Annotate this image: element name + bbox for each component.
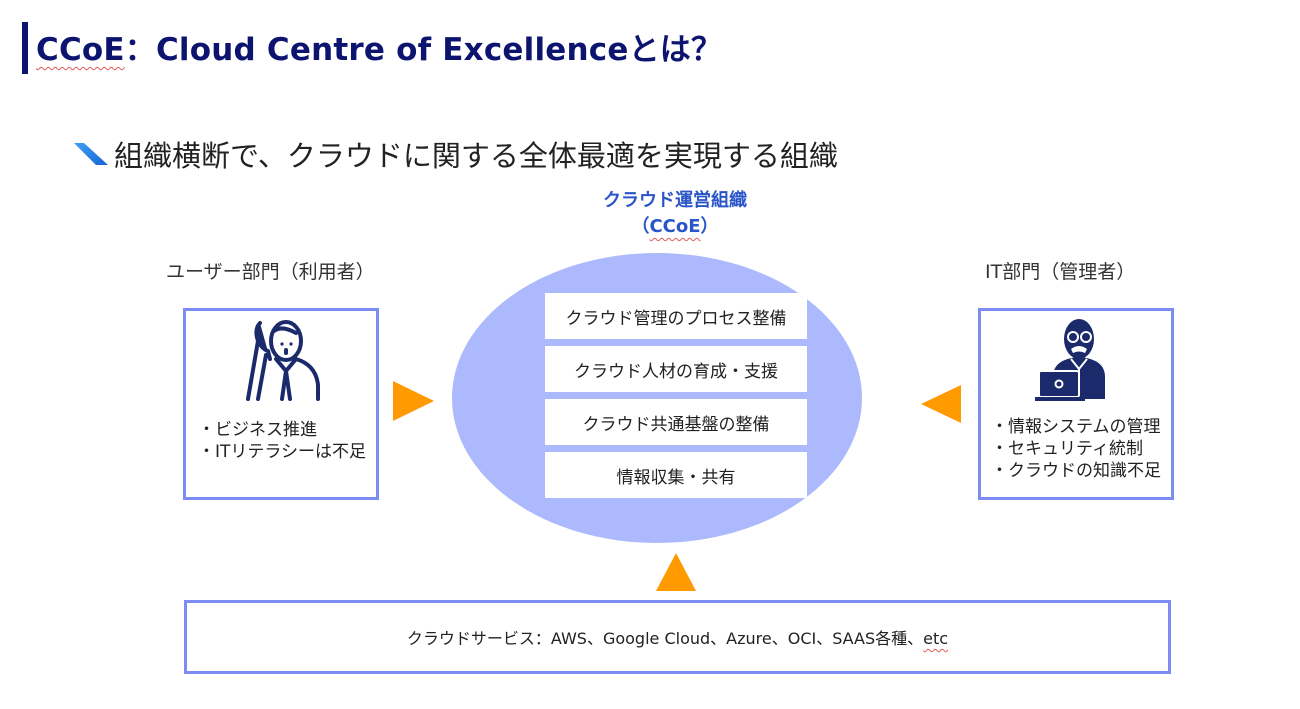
bullet-item: ・セキュリティ統制 [991,439,1143,459]
bullet-item: ・ITリテラシーは不足 [198,442,367,462]
user-dept-box: ・ビジネス推進 ・ITリテラシーは不足 [183,308,379,500]
user-dept-bullets: ・ビジネス推進 ・ITリテラシーは不足 [198,419,366,463]
role-box: クラウド人材の育成・支援 [545,346,807,392]
title-ccoe: CCoE [36,32,125,68]
cloud-services-text: クラウドサービス：AWS、Google Cloud、Azure、OCI、SAAS… [406,629,949,648]
bullet-item: ・ビジネス推進 [198,420,317,440]
user-dept-label: ユーザー部門（利用者） [166,261,375,283]
center-org-title: クラウド運営組織 （CCoE） [560,188,790,240]
role-box: クラウド共通基盤の整備 [545,399,807,445]
role-box: 情報収集・共有 [545,452,807,498]
it-dept-label: IT部門（管理者） [985,261,1136,283]
it-dept-box: ・情報システムの管理 ・セキュリティ統制 ・クラウドの知識不足 [978,308,1174,500]
title-rest: ：Cloud Centre of Excellenceとは？ [124,32,723,68]
subtitle-row: 組織横断で、クラウドに関する全体最適を実現する組織 [74,133,838,175]
arrow-up-icon [656,553,696,591]
page-title: CCoE：Cloud Centre of Excellenceとは？ [36,24,722,69]
bullet-item: ・クラウドの知識不足 [991,461,1161,481]
center-title-line1: クラウド運営組織 [603,190,747,211]
center-title-line2: （CCoE） [631,216,719,237]
ccoe-ellipse: クラウド管理のプロセス整備 クラウド人材の育成・支援 クラウド共通基盤の整備 情… [452,253,862,543]
center-title-ccoe: CCoE [649,216,701,237]
title-accent-bar [22,22,28,74]
cloud-services-box: クラウドサービス：AWS、Google Cloud、Azure、OCI、SAAS… [184,600,1171,674]
subtitle: 組織横断で、クラウドに関する全体最適を実現する組織 [114,139,838,173]
person-on-phone-icon [246,320,320,401]
person-with-laptop-icon [1035,319,1105,401]
slash-bullet-icon [74,143,108,165]
arrow-left-icon [921,385,961,423]
role-box: クラウド管理のプロセス整備 [545,293,807,339]
bullet-item: ・情報システムの管理 [991,417,1161,437]
arrow-right-icon [393,381,434,421]
it-dept-bullets: ・情報システムの管理 ・セキュリティ統制 ・クラウドの知識不足 [991,416,1161,482]
